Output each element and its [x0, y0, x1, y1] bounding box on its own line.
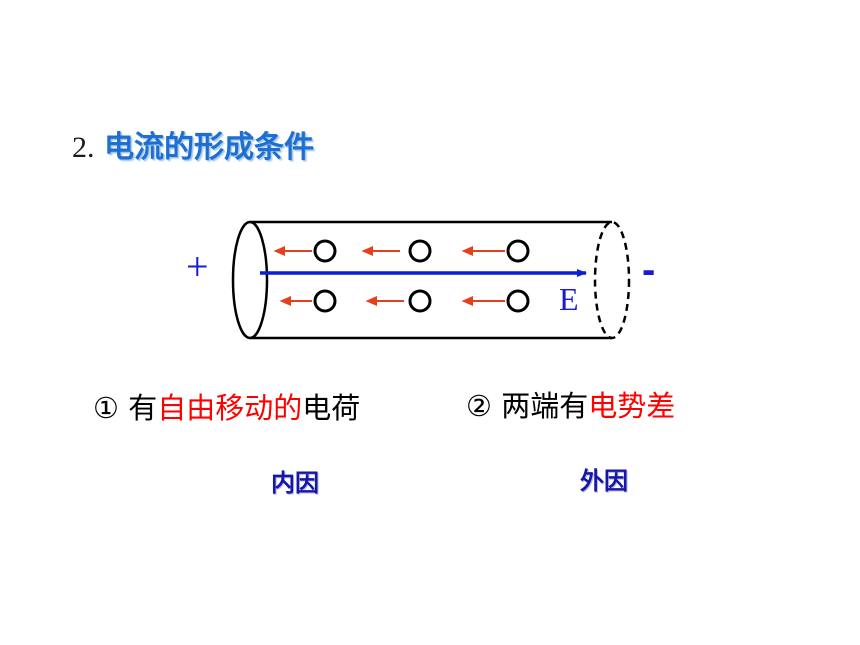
condition-1-post: 电荷 — [302, 391, 361, 425]
cylinder-right-end — [593, 220, 631, 340]
condition-2-highlight: 电势差 — [588, 389, 676, 423]
charge-arrow — [273, 245, 312, 257]
free-charge — [313, 239, 337, 263]
condition-2: ② 两端有电势差 — [466, 386, 675, 426]
negative-terminal-label: - — [642, 248, 655, 292]
free-charge — [408, 239, 432, 263]
condition-1-highlight: 自由移动的 — [157, 391, 303, 425]
internal-cause-label: 内因 — [271, 469, 319, 497]
field-label: E — [559, 281, 579, 317]
positive-terminal-label: + — [186, 244, 209, 289]
charge-arrow — [279, 295, 312, 307]
condition-2-pre: 两端有 — [501, 389, 589, 423]
section-title: 2. 电流的形成条件 — [72, 128, 314, 168]
condition-1-pre: 有 — [128, 391, 158, 425]
free-charge — [506, 289, 530, 313]
section-heading: 电流的形成条件 — [104, 130, 315, 165]
free-charge — [408, 289, 432, 313]
external-cause-label: 外因 — [580, 467, 628, 495]
charge-arrow — [365, 295, 404, 307]
charge-arrows — [273, 245, 505, 307]
condition-2-marker: ② — [466, 389, 492, 423]
free-charge — [506, 239, 530, 263]
free-charge — [313, 289, 337, 313]
section-number: 2. — [72, 131, 95, 164]
charge-arrow — [361, 245, 400, 257]
condition-1-marker: ① — [93, 391, 119, 425]
charge-arrow — [461, 245, 505, 257]
condition-1: ① 有自由移动的电荷 — [93, 388, 360, 428]
cylinder-left-end — [231, 220, 269, 340]
charge-arrow — [461, 295, 505, 307]
